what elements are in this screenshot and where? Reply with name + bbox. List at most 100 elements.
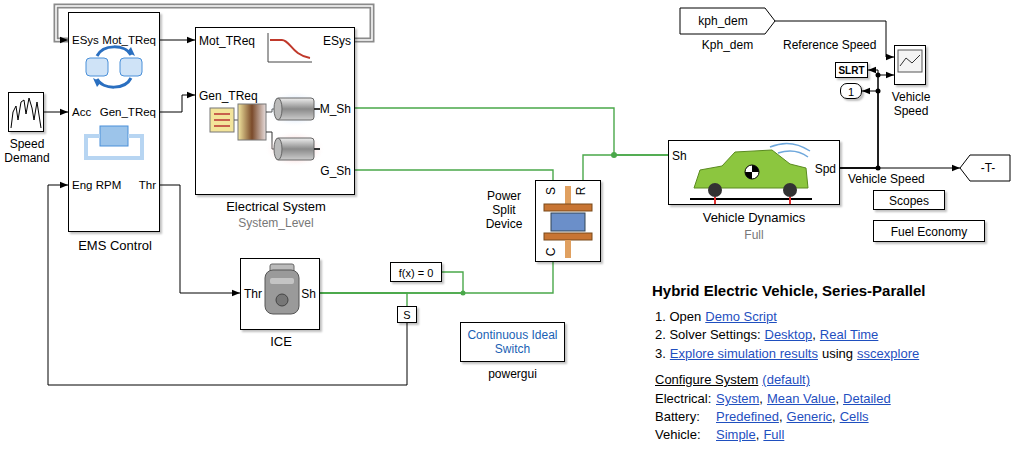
- planetary-gear-icon: [565, 186, 571, 204]
- annotation-text: Vehicle:: [655, 427, 701, 442]
- tag-name: kph_dem: [680, 14, 766, 28]
- slrt-block: SLRT: [835, 62, 868, 78]
- electrical-icons: [214, 114, 230, 126]
- powergui-block: Continuous Ideal Switchpowergui: [460, 322, 565, 362]
- block-name: Electrical System: [186, 200, 366, 214]
- scope-icon: [898, 50, 922, 72]
- hyperlink: System: [716, 391, 759, 406]
- hyperlink: Predefined: [716, 409, 779, 424]
- engine-icon: [265, 264, 299, 314]
- electrical-icons: [234, 120, 238, 121]
- port-label: Acc: [72, 105, 91, 119]
- ems-icons: [120, 58, 142, 76]
- vehicle-icon: [770, 144, 810, 151]
- physical-connection: [355, 108, 668, 155]
- planetary-gear-icon: [565, 240, 571, 258]
- annotation-text: ,: [779, 409, 783, 424]
- hyperlink: Explore simulation results: [670, 346, 818, 361]
- electrical-icons: [274, 98, 282, 120]
- electrical-icons: [268, 33, 312, 62]
- planetary-gear-icon: [544, 204, 592, 211]
- port-label: Gen_TReq: [100, 105, 156, 119]
- signal-line: [775, 21, 894, 57]
- block-name: Power Split Device: [476, 189, 532, 231]
- hyperlink: Cells: [840, 409, 869, 424]
- fuel-economy-button: Fuel Economy: [873, 220, 985, 242]
- signal-line: [840, 75, 894, 168]
- vehicle-icon: [783, 183, 797, 197]
- ems-icons: [86, 47, 142, 158]
- vehicle-icon: [745, 165, 759, 179]
- electrical-icons: [265, 91, 325, 127]
- hyperlink: (default): [762, 372, 810, 387]
- planetary-gear-icon: [544, 186, 592, 258]
- scope-block: Vehicle Speed: [894, 45, 926, 85]
- electrical-icons: [314, 108, 320, 110]
- port-number: 1: [841, 85, 861, 99]
- ems-icons: [97, 47, 131, 56]
- vehicle-icon: [690, 198, 812, 200]
- vehicle-icon: [745, 165, 759, 179]
- planetary-gear-icon: [544, 233, 592, 240]
- port-label: R: [574, 187, 588, 196]
- port-label: Thr: [244, 287, 262, 301]
- ems-icons: [93, 78, 101, 87]
- annotation-text: ,: [812, 327, 816, 342]
- scope-icon: [900, 55, 920, 66]
- block-name: Kph_dem: [680, 38, 775, 52]
- annotation-text: ,: [756, 427, 760, 442]
- block-text: Fuel Economy: [874, 225, 984, 239]
- scope-icon: [898, 50, 922, 72]
- hyperlink: Simple: [716, 427, 756, 442]
- signal-builder-icon: [11, 98, 41, 128]
- annotation-text: 2. Solver Settings:: [655, 327, 761, 342]
- block-name: Vehicle Dynamics: [669, 211, 839, 225]
- port-label: Mot_TReq: [199, 34, 255, 48]
- hyperlink: Mean Value: [767, 391, 835, 406]
- ems-icons: [97, 78, 131, 87]
- vehicle-icon: [778, 151, 808, 157]
- block-text: f(x) = 0: [391, 266, 441, 280]
- signal-line: [48, 185, 407, 385]
- annotation-text: Battery:: [655, 409, 700, 424]
- port-label: S: [544, 187, 558, 195]
- block-outline: [680, 8, 775, 34]
- hyperlink: Detailed: [843, 391, 891, 406]
- physical-connection: [320, 293, 407, 306]
- signal-line: [160, 95, 195, 112]
- block-text: Scopes: [874, 194, 944, 208]
- outport-block: 1: [840, 83, 862, 99]
- port-label: ESys: [72, 33, 99, 47]
- signal-name: Reference Speed: [782, 38, 877, 52]
- annotation-text: 3.: [655, 346, 666, 361]
- solver-config-block: f(x) = 0: [390, 262, 442, 282]
- port-label: Gen_TReq: [199, 89, 258, 103]
- signal-line: [840, 70, 878, 168]
- planetary-gear-icon: [551, 213, 585, 231]
- junction-dots: [461, 73, 881, 296]
- block-outline: [960, 155, 1010, 181]
- port-label: Sh: [672, 149, 687, 163]
- port-label: Eng RPM: [72, 178, 121, 192]
- physical-connection: [320, 262, 553, 293]
- ems-icons: [127, 47, 135, 56]
- block-text: SLRT: [836, 64, 867, 78]
- from-block: kph_demKph_dem: [680, 8, 775, 34]
- ems-icons: [86, 136, 142, 158]
- vehicle-icon: [690, 144, 812, 204]
- signal-builder-icon: [11, 98, 41, 128]
- vehicle-icon: [715, 197, 790, 204]
- model-heading: Hybrid Electric Vehicle, Series-Parallel: [652, 282, 925, 300]
- annotation-text: ,: [832, 409, 836, 424]
- annotation-text: ,: [759, 391, 763, 406]
- block-name: Vehicle Speed: [881, 90, 941, 118]
- vehicle-icon: [708, 183, 722, 197]
- vehicle-dynamics-block: ShSpdVehicle DynamicsFull: [668, 140, 840, 205]
- signal-name: Vehicle Speed: [847, 172, 926, 186]
- signal-line: [44, 112, 68, 113]
- electrical-icons: [210, 108, 234, 132]
- block-name: EMS Control: [49, 239, 181, 253]
- annotation-text: 1. Open: [655, 309, 701, 324]
- annotation-text: ,: [835, 391, 839, 406]
- hyperlink: Demo Script: [705, 309, 777, 324]
